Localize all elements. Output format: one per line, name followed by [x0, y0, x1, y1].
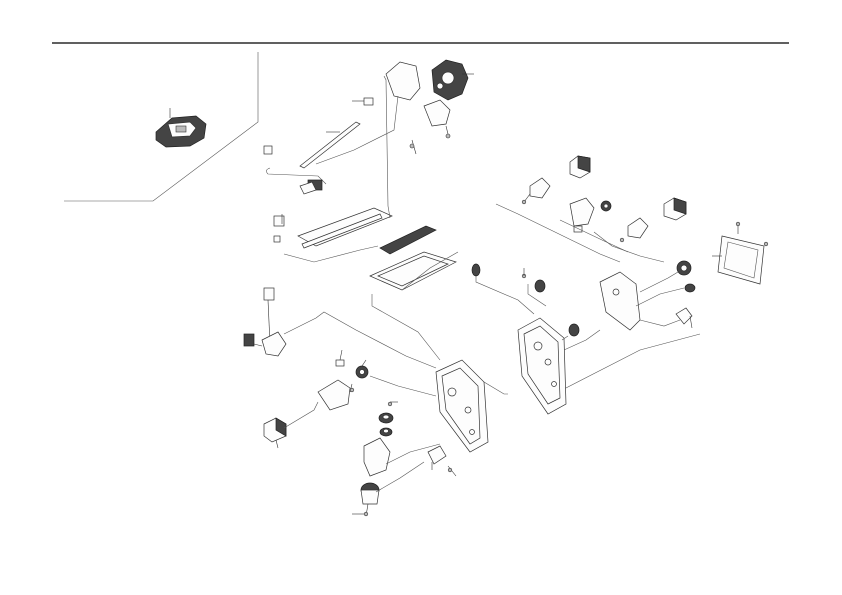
lower-gear-train — [363, 401, 457, 477]
inset-assembly-part — [155, 108, 207, 148]
left-bracket-assembly — [243, 287, 437, 369]
carriage-rails — [273, 207, 457, 291]
bottom-motor — [352, 461, 425, 517]
right-side-frame — [561, 260, 701, 391]
center-main-frame — [471, 263, 601, 415]
inset-boundary — [64, 52, 259, 202]
assembly-leader-lines — [283, 75, 459, 361]
left-lower-motor-assembly — [263, 349, 437, 449]
right-side-panel-plate — [712, 221, 769, 285]
right-upper-drive-assembly — [495, 155, 687, 263]
guide-rod-and-belt — [263, 121, 361, 195]
left-side-frame — [435, 359, 508, 453]
top-head-assembly — [352, 59, 474, 155]
